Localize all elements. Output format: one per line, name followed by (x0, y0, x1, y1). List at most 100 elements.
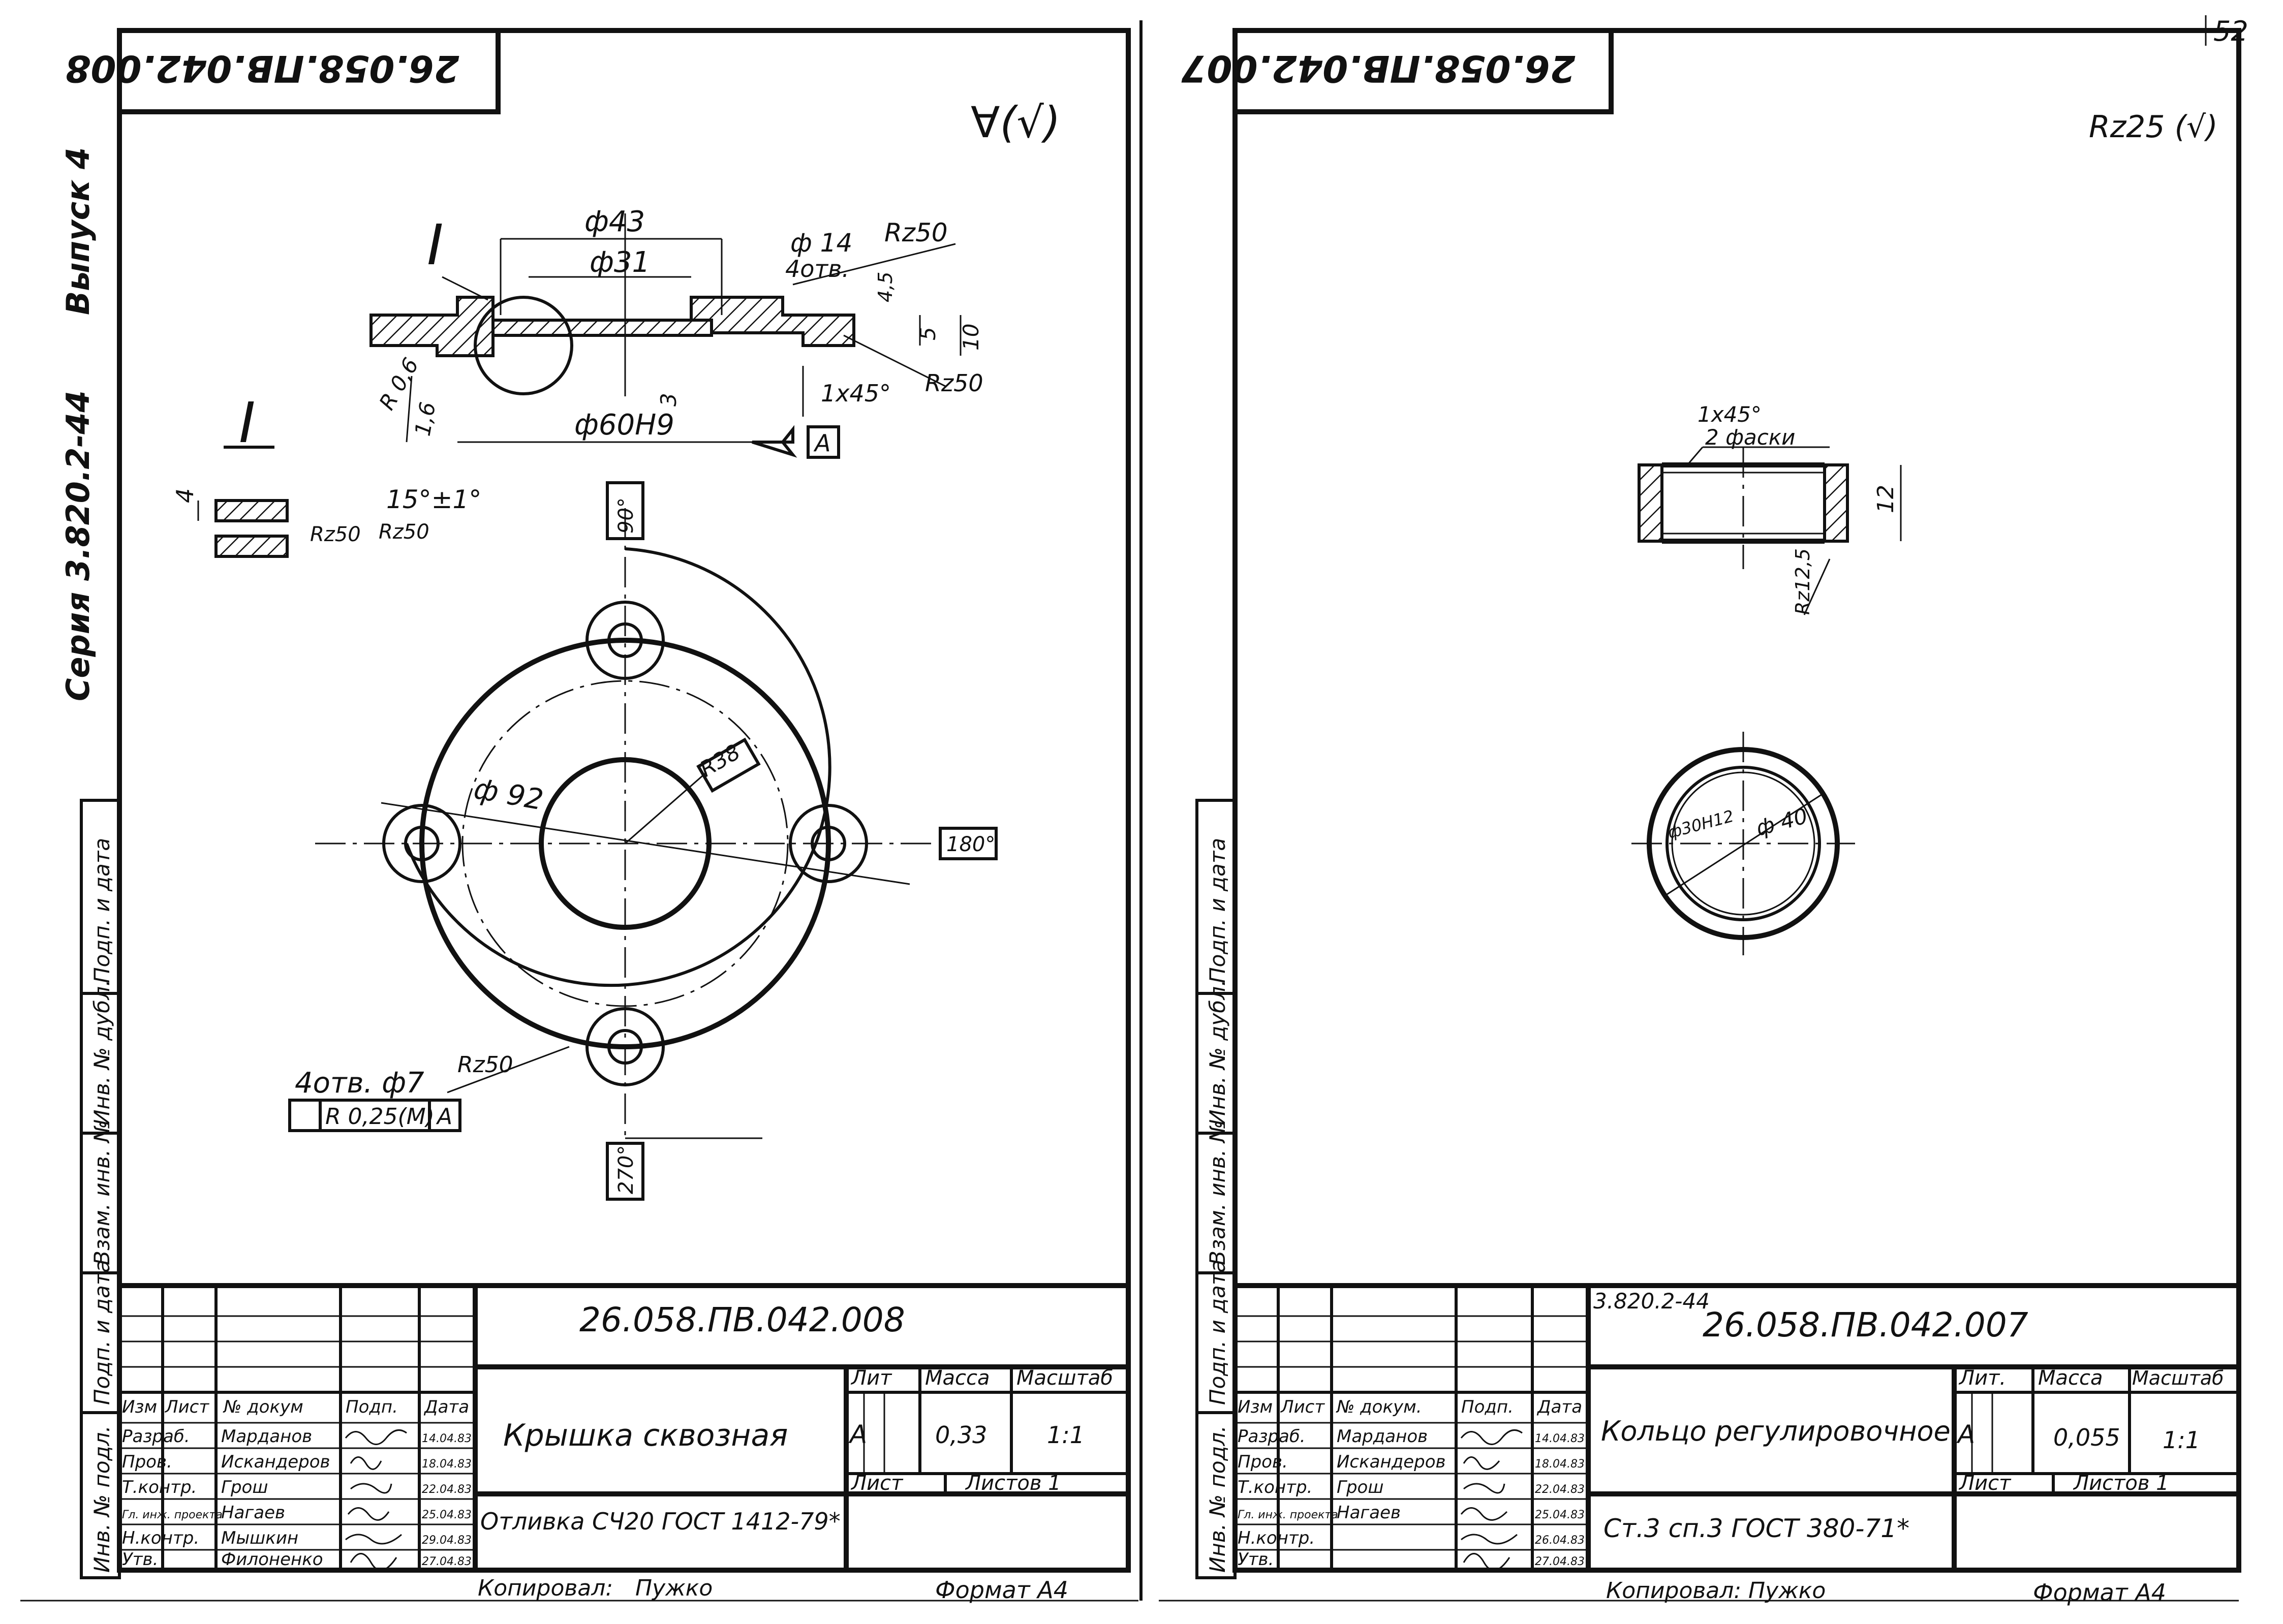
left-copied-label: Копировал: (478, 1575, 613, 1601)
right-tb-role-0: Разраб. (1238, 1426, 1306, 1447)
left-margin-strip: Выпуск 4 Серия 3.820.2-44 Подп. и дата И… (59, 147, 121, 1579)
position-tol: R 0,25(M) (325, 1104, 435, 1130)
right-copier: Пужко (1748, 1578, 1826, 1604)
detail-I: I 4 15°±1° Rz50 Rz50 (171, 390, 481, 558)
right-top-code: 26.058.ПВ.042.007 (1181, 47, 1576, 90)
left-tb-role-3: Гл. инж. проекта (122, 1509, 223, 1521)
ring-chamfers2: 2 фаски (1705, 425, 1795, 450)
left-signatures (345, 1429, 407, 1571)
right-tb-col-list: Лист (1280, 1397, 1325, 1417)
right-tb-lit-label: Лит. (1958, 1366, 2006, 1390)
angle-180: 180° (946, 833, 995, 856)
issue-label: Выпуск 4 (59, 147, 97, 315)
margin-cell-4: Подп. и дата (89, 1260, 114, 1405)
angle-90: 90° (614, 497, 638, 534)
right-tb-mass-label: Масса (2038, 1366, 2103, 1390)
right-tb-date-1: 18.04.83 (1535, 1458, 1585, 1471)
left-tb-name-4: Мышкин (221, 1528, 298, 1548)
ring-section-view: 1х45° 2 фаски 12 Rz12,5 (1638, 402, 1902, 615)
left-tb-sheets-label: Листов 1 (965, 1472, 1061, 1495)
right-tb-date-4: 26.04.83 (1535, 1534, 1585, 1547)
left-title-block: 26.058.ПВ.042.008 Крышка сквозная Отливк… (117, 1283, 1131, 1573)
left-tb-date-2: 22.04.83 (422, 1483, 472, 1496)
left-tb-name-0: Марданов (221, 1426, 312, 1447)
dim-d43: ф43 (584, 205, 645, 238)
left-tb-designation: 26.058.ПВ.042.008 (579, 1300, 905, 1339)
margin-cell-2: Инв. № дубл. (89, 980, 114, 1126)
left-tb-role-2: Т.контр. (122, 1477, 197, 1497)
bolt-holes (382, 601, 868, 1086)
left-tb-name: Крышка сквозная (503, 1418, 788, 1453)
right-tb-date-0: 14.04.83 (1535, 1432, 1585, 1445)
left-tb-name-1: Искандеров (221, 1452, 330, 1472)
right-tb-role-1: Пров. (1238, 1452, 1288, 1472)
detail-mark-top: I (427, 212, 443, 277)
right-tb-col-doc: № докум. (1336, 1397, 1422, 1417)
cover-plan-view: ф 92 R38 90° 180° 270° Rz50 4отв. ф7 R 0… (288, 481, 998, 1201)
detail-rz1: Rz50 (310, 523, 361, 546)
right-tb-sheet-label: Лист (1958, 1472, 2012, 1495)
dim-holes4: 4отв. (785, 255, 849, 283)
right-tb-name-2: Грош (1337, 1477, 1383, 1497)
right-tb-material: Ст.3 сп.3 ГОСТ 380-71* (1603, 1514, 1909, 1543)
right-tb-scale: 1:1 (2163, 1426, 2200, 1454)
dim-t16: 1,6 (410, 400, 441, 438)
dim-d92: ф 92 (472, 772, 546, 817)
right-copied-label: Копировал: (1606, 1578, 1741, 1604)
left-tb-date-1: 18.04.83 (422, 1458, 472, 1471)
left-tb-scale-label: Масштаб (1016, 1366, 1113, 1390)
r-margin-cell-4: Подп. и дата (1205, 1260, 1230, 1405)
dim-rz50-side: Rz50 (925, 369, 983, 397)
right-tb-role-5: Утв. (1238, 1549, 1274, 1570)
series-label: Серия 3.820.2-44 (59, 390, 97, 701)
detail-angle: 15°±1° (386, 485, 481, 514)
dim-d14: ф 14 (790, 228, 852, 258)
margin-cell-3: Взам. инв. № (89, 1120, 114, 1265)
right-tb-role-2: Т.контр. (1238, 1477, 1312, 1497)
dim-d60: ф60Н9 (574, 409, 674, 442)
right-tb-sheets-label: Листов 1 (2073, 1472, 2169, 1495)
right-format: Формат А4 (2033, 1579, 2166, 1606)
right-tb-name-3: Нагаев (1337, 1503, 1401, 1523)
right-tb-name-0: Марданов (1337, 1426, 1428, 1447)
right-signatures (1460, 1429, 1523, 1571)
left-tb-date-4: 29.04.83 (422, 1534, 472, 1547)
right-tb-date-3: 25.04.83 (1535, 1509, 1585, 1521)
r-margin-cell-2: Инв. № дубл. (1205, 980, 1230, 1126)
angle-270: 270° (614, 1145, 638, 1194)
right-tb-name-1: Искандеров (1337, 1452, 1446, 1472)
right-margin-strip: Подп. и дата Инв. № дубл. Взам. инв. № П… (1195, 799, 1237, 1579)
right-tb-role-3: Гл. инж. проекта (1238, 1509, 1338, 1521)
datum-a: A (813, 429, 830, 457)
left-tb-sheet-label: Лист (850, 1472, 904, 1495)
left-tb-col-date: Дата (423, 1397, 469, 1417)
right-tb-lit: A (1956, 1420, 1975, 1449)
left-tb-lit-label: Лит (850, 1366, 892, 1390)
right-title-block: 3.820.2-44 26.058.ПВ.042.007 Кольцо регу… (1232, 1283, 2241, 1573)
left-tb-name-2: Грош (221, 1477, 268, 1497)
rz-ring: Rz50 (457, 1052, 513, 1078)
right-tb-col-date: Дата (1536, 1397, 1582, 1417)
left-tb-role-5: Утв. (122, 1549, 158, 1570)
dim-t3: 3 (656, 393, 681, 407)
left-roughness-symbol: ∀(√) (971, 98, 1061, 147)
right-roughness-symbol: Rz25 (√) (2089, 109, 2218, 145)
dim-chamfer: 1х45° (821, 380, 891, 407)
right-tb-date-5: 27.04.83 (1535, 1555, 1585, 1568)
left-tb-date-3: 25.04.83 (422, 1509, 472, 1521)
left-copier: Пужко (635, 1575, 713, 1601)
detail-size: 4 (171, 488, 199, 503)
position-datum: A (436, 1104, 452, 1130)
left-tb-date-0: 14.04.83 (422, 1432, 472, 1445)
right-tb-role-4: Н.контр. (1238, 1528, 1315, 1548)
right-tb-scale-label: Масштаб (2132, 1367, 2224, 1389)
dim-t45: 4,5 (874, 272, 897, 302)
left-tb-role-0: Разраб. (122, 1426, 190, 1447)
ring-d40: ф 40 (1753, 803, 1810, 841)
left-top-code: 26.058.ПВ.042.008 (65, 47, 459, 90)
left-tb-date-5: 27.04.83 (422, 1555, 472, 1568)
left-tb-col-doc: № докум (223, 1397, 303, 1417)
dim-d31: ф31 (590, 246, 650, 279)
detail-mark: I (239, 390, 255, 455)
